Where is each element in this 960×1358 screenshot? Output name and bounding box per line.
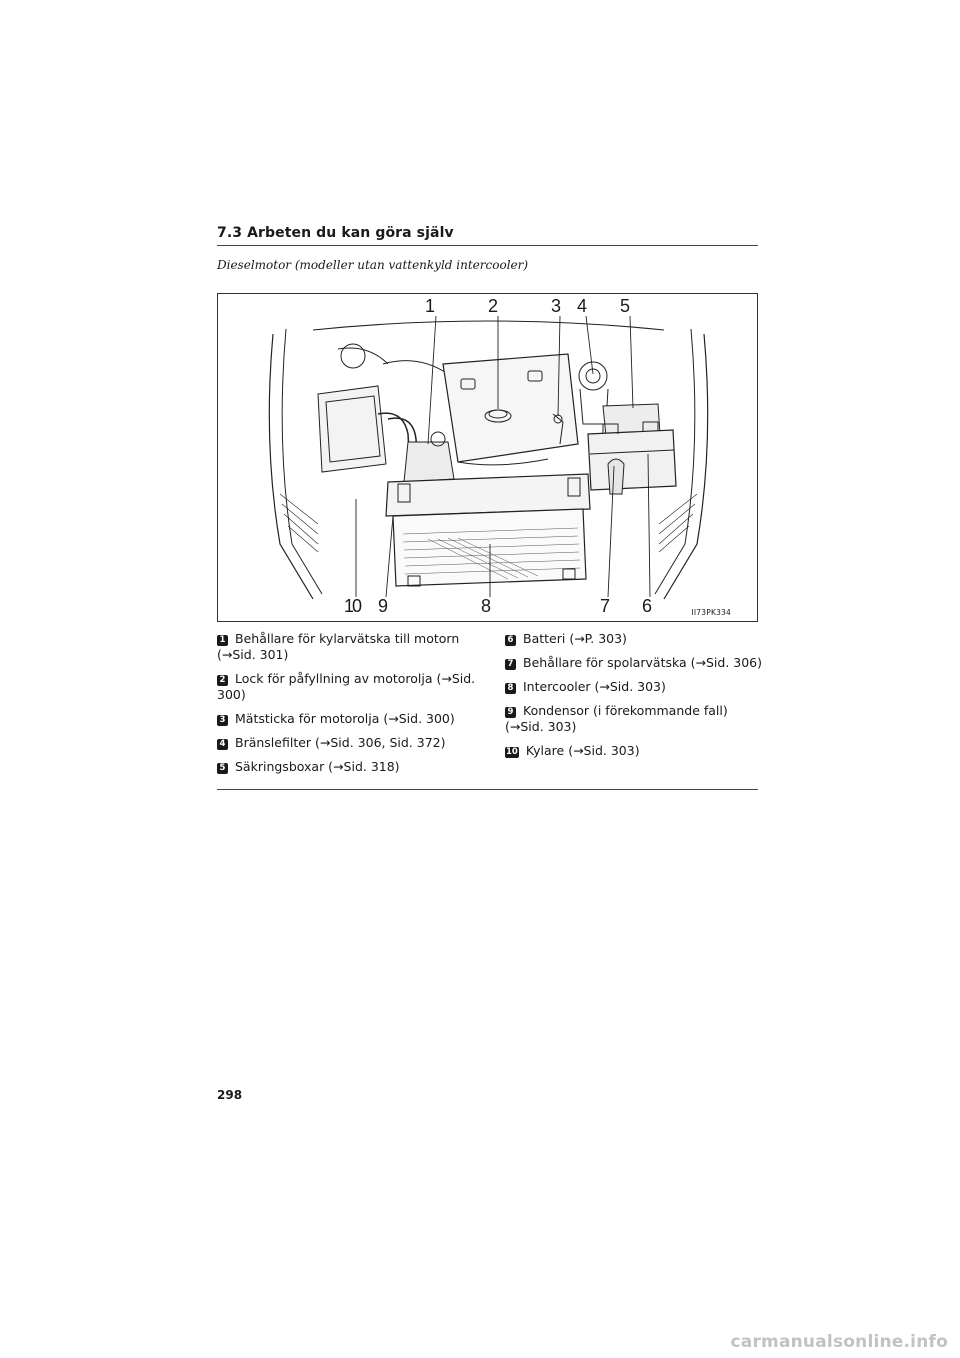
legend-text: Mätsticka för motorolja (→Sid. 300) [235,711,455,726]
legend-item: 10 Kylare (→Sid. 303) [505,743,763,759]
legend-number-badge: 7 [505,659,516,670]
legend-item: 6 Batteri (→P. 303) [505,631,763,647]
legend-text: Behållare för spolarvätska (→Sid. 306) [523,655,763,670]
legend-item: 5 Säkringsboxar (→Sid. 318) [217,759,479,775]
legend-number-badge: 8 [505,683,516,694]
legend-item: 4 Bränslefilter (→Sid. 306, Sid. 372) [217,735,479,751]
legend-text: Lock för påfyllning av motorolja (→Sid. … [217,671,476,702]
legend-text: Bränslefilter (→Sid. 306, Sid. 372) [235,735,446,750]
legend-number-badge: 6 [505,635,516,646]
legend-text: Batteri (→P. 303) [523,631,627,646]
callout-8: 8 [481,596,492,616]
legend-number-badge: 1 [217,635,228,646]
watermark[interactable]: carmanualsonline.info [730,1332,948,1352]
callout-9: 9 [378,596,389,616]
legend-item: 7 Behållare för spolarvätska (→Sid. 306) [505,655,763,671]
legend-number-badge: 2 [217,675,228,686]
legend-number-badge: 5 [217,763,228,774]
legend-right-column: 6 Batteri (→P. 303) 7 Behållare för spolar… [505,631,763,767]
callout-3: 3 [551,296,562,316]
callout-6: 6 [642,596,653,616]
legend-item: 8 Intercooler (→Sid. 303) [505,679,763,695]
legend-text: Intercooler (→Sid. 303) [523,679,666,694]
legend-text: Kylare (→Sid. 303) [525,743,640,758]
legend-text: Kondensor (i förekommande fall) (→Sid. 3… [505,703,728,734]
callout-10: 10 [344,596,362,616]
legend-number-badge: 9 [505,707,516,718]
legend-number-badge: 3 [217,715,228,726]
figure-code: II73PK334 [691,608,731,617]
section-title: 7.3 Arbeten du kan göra själv [217,225,454,241]
page-number: 298 [217,1088,243,1102]
legend-item: 3 Mätsticka för motorolja (→Sid. 300) [217,711,479,727]
callout-2: 2 [488,296,499,316]
callout-4: 4 [577,296,588,316]
engine-bay-illustration: 1 2 3 4 5 10 9 8 7 6 II73PK334 [217,293,758,622]
bottom-divider [217,789,758,790]
callout-7: 7 [600,596,611,616]
legend-number-badge: 4 [217,739,228,750]
figure-subtitle: Dieselmotor (modeller utan vattenkyld in… [217,258,529,272]
legend-text: Säkringsboxar (→Sid. 318) [235,759,400,774]
legend-text: Behållare för kylarvätska till motorn (→… [217,631,460,662]
callout-5: 5 [620,296,631,316]
legend-number-badge: 10 [505,747,519,758]
title-divider [217,245,758,246]
callout-1: 1 [425,296,436,316]
